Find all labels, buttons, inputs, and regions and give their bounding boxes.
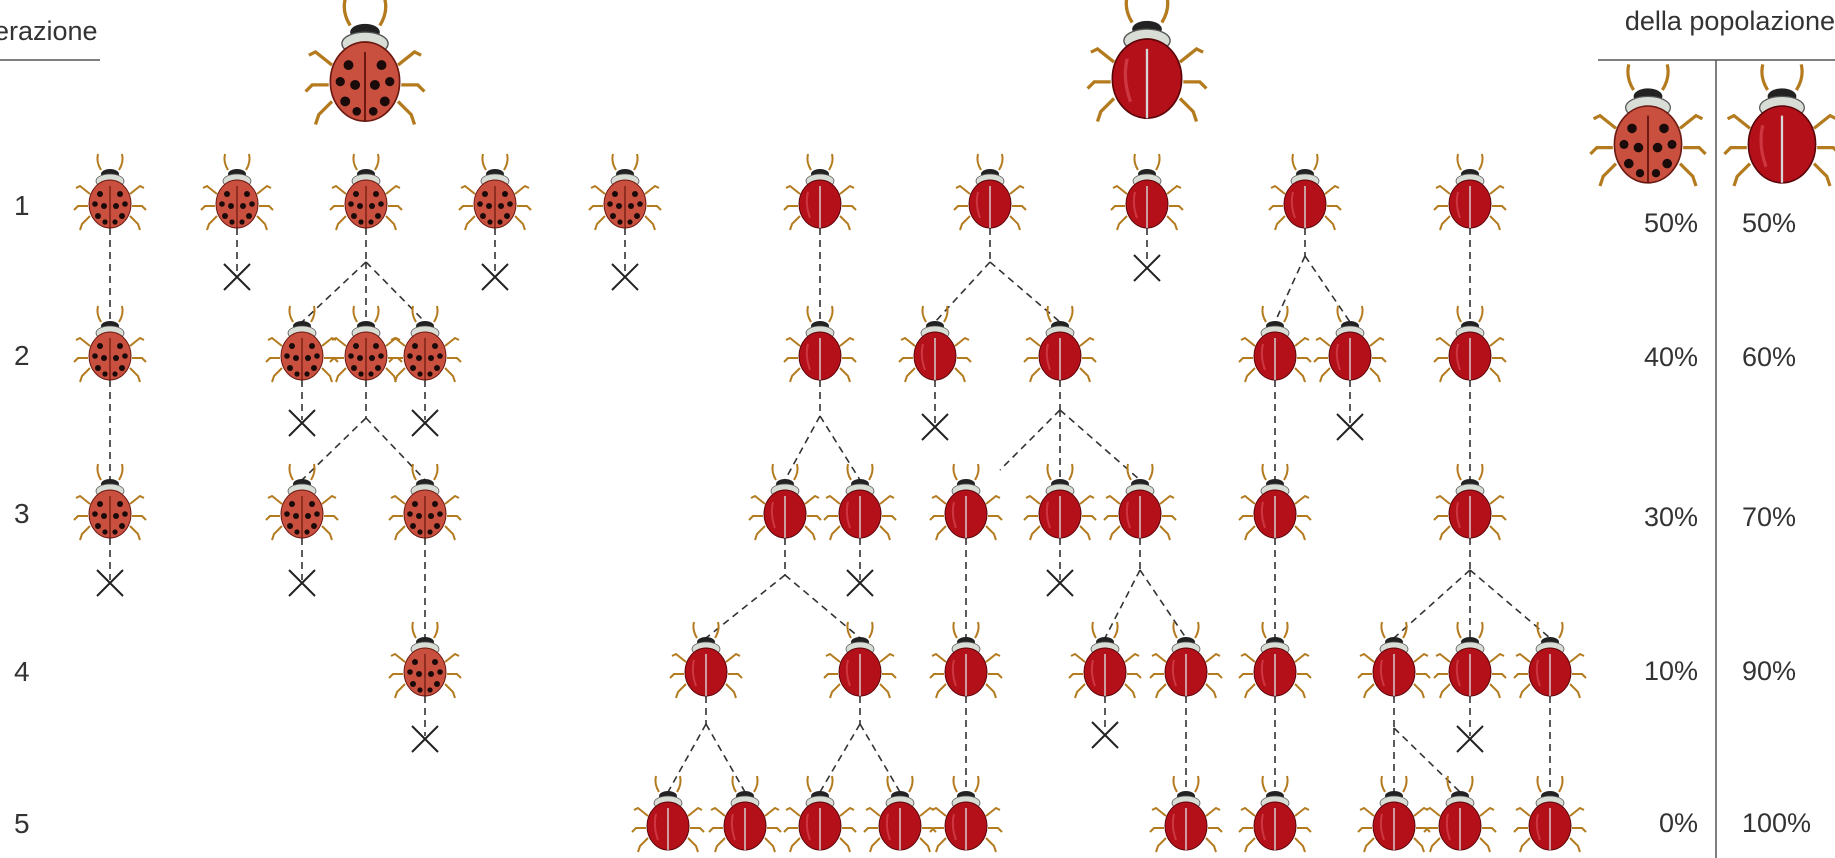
lineage-line xyxy=(784,415,821,481)
spotted-ladybug-icon xyxy=(73,463,147,541)
cross-mark-icon xyxy=(1046,569,1074,597)
plain-ladybug-icon xyxy=(823,621,897,699)
plain-ladybug-icon xyxy=(1103,463,1177,541)
plain-ladybug-icon xyxy=(1238,621,1312,699)
plain-ladybug-icon xyxy=(1513,621,1587,699)
plain-percentage: 70% xyxy=(1742,502,1797,532)
plain-ladybug-icon xyxy=(1433,153,1507,231)
cross-mark-icon xyxy=(411,725,439,753)
plain-ladybug-icon xyxy=(929,775,1003,853)
plain-ladybug-icon xyxy=(1238,463,1312,541)
lineage-line xyxy=(365,261,426,323)
plain-ladybug-icon xyxy=(1238,775,1312,853)
plain-ladybug-icon xyxy=(1423,775,1497,853)
lineage-line xyxy=(999,409,1061,471)
plain-ladybug-icon xyxy=(1110,153,1184,231)
population-column-header: della popolazione xyxy=(1624,6,1835,36)
spotted-ladybug-icon xyxy=(265,305,339,383)
plain-ladybug-icon xyxy=(929,463,1003,541)
plain-ladybug-icon xyxy=(1023,305,1097,383)
plain-ladybug-icon xyxy=(863,775,937,853)
plain-ladybug-icon xyxy=(1313,305,1387,383)
cross-mark-icon xyxy=(846,569,874,597)
plain-ladybug-icon xyxy=(783,153,857,231)
cross-mark-icon xyxy=(288,409,316,437)
lineage-line xyxy=(784,574,861,639)
lineage-line xyxy=(301,261,367,323)
ladybugs xyxy=(73,0,1835,853)
plain-ladybug-icon xyxy=(783,775,857,853)
plain-ladybug-icon xyxy=(929,621,1003,699)
spotted-ladybug-icon xyxy=(588,153,662,231)
plain-ladybug-icon xyxy=(1068,621,1142,699)
spotted-ladybug-icon xyxy=(458,153,532,231)
spotted-ladybug-icon xyxy=(265,463,339,541)
spotted-percentage: 40% xyxy=(1643,342,1698,372)
generation-column-header: erazione xyxy=(0,16,98,46)
spotted-ladybug-icon xyxy=(388,463,462,541)
generation-label: 1 xyxy=(14,190,30,221)
plain-percentage: 100% xyxy=(1742,808,1812,838)
plain-ladybug-icon xyxy=(1433,463,1507,541)
spotted-ladybug-icon xyxy=(388,305,462,383)
generation-label: 5 xyxy=(14,808,30,839)
lineage-line xyxy=(705,723,746,793)
plain-ladybug-icon xyxy=(1238,305,1312,383)
lineage-line xyxy=(1104,569,1141,639)
spotted-ladybug-icon xyxy=(329,305,403,383)
legend-plain-ladybug-icon xyxy=(1722,62,1835,188)
plain-ladybug-icon xyxy=(1513,775,1587,853)
legend-spotted-ladybug-icon xyxy=(1588,62,1708,188)
plain-percentage: 50% xyxy=(1742,208,1797,238)
generation-label: 3 xyxy=(14,498,30,529)
plain-ladybug-icon xyxy=(1357,621,1431,699)
spotted-ladybug-icon xyxy=(329,153,403,231)
plain-ladybug-icon xyxy=(669,621,743,699)
lineage-line xyxy=(934,261,991,323)
plain-ladybug-icon xyxy=(953,153,1027,231)
lineage-line xyxy=(859,723,901,793)
header-plain-ladybug-icon xyxy=(1085,0,1209,124)
plain-ladybug-icon xyxy=(1268,153,1342,231)
cross-mark-icon xyxy=(288,569,316,597)
lineage-line xyxy=(1274,255,1306,323)
lineage-line xyxy=(667,723,707,793)
spotted-ladybug-icon xyxy=(200,153,274,231)
lineage-line xyxy=(1393,727,1461,793)
lineage-line xyxy=(1304,255,1351,323)
cross-mark-icon xyxy=(411,409,439,437)
lineage-line xyxy=(301,417,367,481)
spotted-percentage: 10% xyxy=(1643,656,1698,686)
lineage-line xyxy=(989,261,1061,323)
spotted-percentage: 0% xyxy=(1658,808,1698,838)
plain-ladybug-icon xyxy=(1149,621,1223,699)
generation-label: 2 xyxy=(14,340,30,371)
spotted-percentage: 50% xyxy=(1643,208,1698,238)
lineage-line xyxy=(819,415,861,481)
lineage-line xyxy=(819,723,861,793)
plain-ladybug-icon xyxy=(748,463,822,541)
lineage-line xyxy=(1139,569,1187,639)
lineage-lines xyxy=(109,228,1551,793)
lineage-line xyxy=(1393,569,1471,639)
generation-label: 4 xyxy=(14,656,30,687)
plain-ladybug-icon xyxy=(1357,775,1431,853)
cross-mark-icon xyxy=(1456,725,1484,753)
spotted-ladybug-icon xyxy=(388,621,462,699)
spotted-ladybug-icon xyxy=(73,153,147,231)
header-spotted-ladybug-icon xyxy=(303,0,427,127)
plain-ladybug-icon xyxy=(1149,775,1223,853)
plain-ladybug-icon xyxy=(631,775,705,853)
plain-percentage: 90% xyxy=(1742,656,1797,686)
plain-ladybug-icon xyxy=(708,775,782,853)
plain-percentage: 60% xyxy=(1742,342,1797,372)
cross-mark-icon xyxy=(96,569,124,597)
lineage-line xyxy=(365,417,426,481)
plain-ladybug-icon xyxy=(823,463,897,541)
plain-ladybug-icon xyxy=(898,305,972,383)
spotted-percentage: 30% xyxy=(1643,502,1698,532)
